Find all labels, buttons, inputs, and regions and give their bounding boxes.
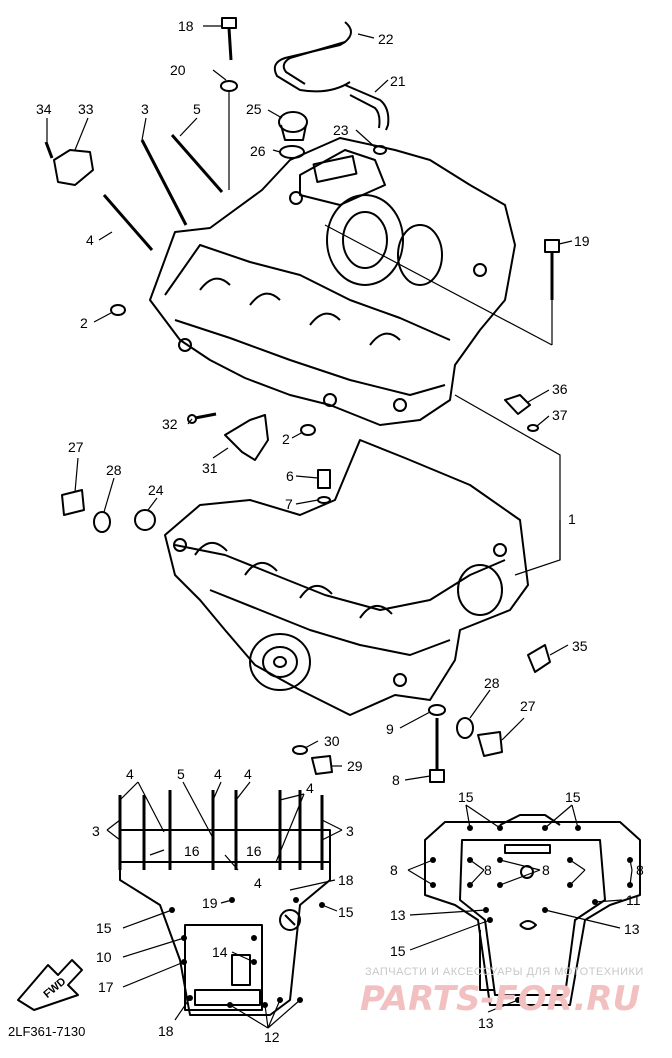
callout-32: 32 <box>162 416 178 432</box>
callout-r13b: 13 <box>624 921 640 937</box>
callout-b19: 19 <box>202 895 218 911</box>
callout-b5: 5 <box>177 766 185 782</box>
callout-b18b: 18 <box>158 1023 174 1039</box>
callout-19: 19 <box>574 233 590 249</box>
callout-37: 37 <box>552 407 568 423</box>
callout-b14: 14 <box>212 944 228 960</box>
watermark: ЗАПЧАСТИ И АКСЕССУАРЫ ДЛЯ МОТОТЕХНИКИ PA… <box>360 966 644 1019</box>
callout-b12: 12 <box>264 1029 280 1045</box>
callout-6: 6 <box>286 468 294 484</box>
callout-23: 23 <box>333 122 349 138</box>
small-parts <box>44 17 560 783</box>
callout-r15a: 15 <box>458 789 474 805</box>
callout-7: 7 <box>285 496 293 512</box>
callout-r15c: 15 <box>390 943 406 959</box>
callout-2: 2 <box>80 315 88 331</box>
callout-28b: 28 <box>484 675 500 691</box>
callout-r13a: 13 <box>390 907 406 923</box>
callout-r8b: 8 <box>484 862 492 878</box>
callout-27: 27 <box>68 439 84 455</box>
callout-r8a: 8 <box>390 862 398 878</box>
lower-crankcase <box>164 439 529 716</box>
callout-b3b: 3 <box>346 823 354 839</box>
callout-b4c: 4 <box>244 766 252 782</box>
upper-crankcase <box>149 137 516 426</box>
fwd-arrow: FWD <box>17 959 83 1011</box>
callout-33: 33 <box>78 101 94 117</box>
callout-2b: 2 <box>282 431 290 447</box>
callout-b16a: 16 <box>184 843 200 859</box>
callout-b10: 10 <box>96 949 112 965</box>
callout-36: 36 <box>552 381 568 397</box>
callout-b15a: 15 <box>96 920 112 936</box>
callout-b15b: 15 <box>338 904 354 920</box>
callout-b3a: 3 <box>92 823 100 839</box>
callout-labels: 18 22 20 21 34 33 3 5 25 23 26 4 19 2 36… <box>36 18 644 1045</box>
callout-34: 34 <box>36 101 52 117</box>
callout-r11: 11 <box>626 892 641 908</box>
callout-b4e: 4 <box>254 875 262 891</box>
fwd-label: FWD <box>41 975 68 1000</box>
watermark-text: ЗАПЧАСТИ И АКСЕССУАРЫ ДЛЯ МОТОТЕХНИКИ <box>365 966 644 978</box>
callout-18: 18 <box>178 18 194 34</box>
callout-9: 9 <box>386 721 394 737</box>
callout-1: 1 <box>568 511 576 527</box>
callout-3: 3 <box>141 101 149 117</box>
callout-24: 24 <box>148 482 164 498</box>
callout-r15b: 15 <box>565 789 581 805</box>
callout-b4a: 4 <box>126 766 134 782</box>
leader-lines <box>46 25 573 781</box>
callout-b4b: 4 <box>214 766 222 782</box>
callout-20: 20 <box>170 62 186 78</box>
callout-25: 25 <box>246 101 262 117</box>
callout-b17: 17 <box>98 979 114 995</box>
callout-22: 22 <box>378 31 394 47</box>
callout-r8c: 8 <box>542 862 550 878</box>
drawing-code: 2LF361-7130 <box>8 1024 85 1039</box>
callout-5: 5 <box>193 101 201 117</box>
callout-30: 30 <box>324 733 340 749</box>
callout-21: 21 <box>390 73 406 89</box>
callout-r8d: 8 <box>636 862 644 878</box>
lower-right-underside-view <box>407 804 641 1013</box>
callout-35: 35 <box>572 638 588 654</box>
callout-b18a: 18 <box>338 872 354 888</box>
callout-27b: 27 <box>520 698 536 714</box>
callout-4: 4 <box>86 232 94 248</box>
callout-26: 26 <box>250 143 266 159</box>
watermark-logo: PARTS-FOR.RU <box>360 979 640 1019</box>
callout-b4d: 4 <box>306 780 314 796</box>
callout-8: 8 <box>392 772 400 788</box>
callout-29: 29 <box>347 758 363 774</box>
lower-left-bottom-view <box>106 781 343 1029</box>
callout-31: 31 <box>202 460 218 476</box>
callout-r13c: 13 <box>478 1015 494 1031</box>
callout-28: 28 <box>106 462 122 478</box>
callout-b16b: 16 <box>246 843 262 859</box>
